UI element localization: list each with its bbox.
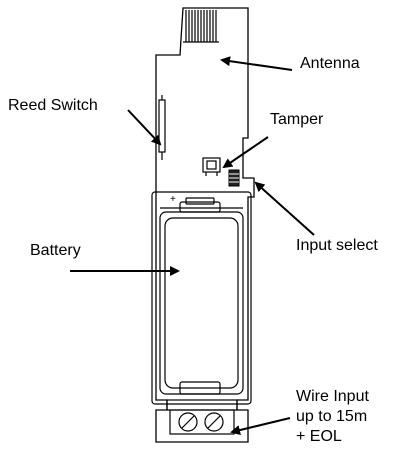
input-select-jumper — [228, 169, 240, 187]
label-reed-switch: Reed Switch — [8, 97, 98, 114]
plus-marking: + — [170, 194, 176, 205]
label-wire-input-line1: Wire Input — [296, 388, 369, 405]
label-arrows — [70, 56, 315, 435]
device-outline — [155, 7, 255, 443]
terminal-block — [166, 399, 238, 435]
label-input-select: Input select — [296, 237, 378, 254]
battery-holder — [151, 191, 252, 405]
label-antenna: Antenna — [300, 55, 360, 72]
label-tamper: Tamper — [270, 111, 324, 128]
label-wire-input-line2: up to 15m — [296, 408, 368, 425]
label-wire-input-line3: + EOL — [296, 428, 342, 445]
tamper-switch — [202, 157, 221, 176]
arrow-input-select — [254, 181, 315, 236]
arrow-wire-input — [230, 417, 291, 435]
antenna-coil — [183, 10, 219, 43]
arrow-antenna — [220, 56, 293, 71]
arrow-reed-switch — [127, 109, 162, 146]
reed-switch-component — [158, 95, 166, 160]
arrow-tamper — [222, 136, 269, 169]
label-battery: Battery — [30, 242, 81, 259]
